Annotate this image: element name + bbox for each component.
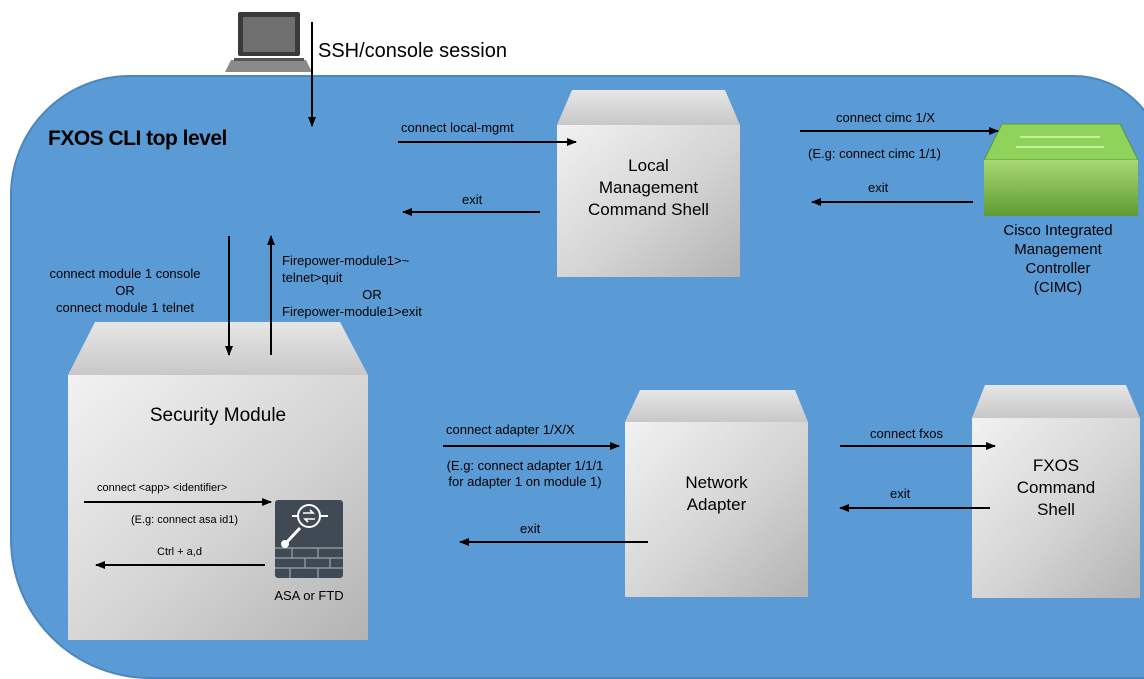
connect-module-line-3: connect module 1 telnet <box>55 300 195 315</box>
local-mgmt-line-2: Management <box>598 178 699 197</box>
fxos-shell-box <box>972 385 1140 598</box>
label-exit-fxos: exit <box>890 486 911 501</box>
label-exit-adapter: exit <box>520 521 541 536</box>
exit-module-line-2: telnet>quit <box>282 270 343 285</box>
fxos-shell-line-3: Shell <box>1037 500 1075 519</box>
network-adapter-line-2: Adapter <box>686 495 747 514</box>
firewall-icon <box>275 500 343 578</box>
network-adapter-box <box>625 390 808 597</box>
connect-adapter-eg-line-1: (E.g: connect adapter 1/1/1 <box>446 458 604 473</box>
security-module-label: Security Module <box>149 405 287 426</box>
label-connect-cimc-eg: (E.g: connect cimc 1/1) <box>808 146 941 161</box>
label-connect-app: connect <app> <identifier> <box>97 482 228 494</box>
label-connect-adapter-eg: (E.g: connect adapter 1/1/1 for adapter … <box>420 458 630 490</box>
connect-module-line-1: connect module 1 console <box>49 266 201 281</box>
label-exit-cimc: exit <box>868 180 889 195</box>
cimc-device-icon <box>983 123 1139 216</box>
network-adapter-label: Network Adapter <box>625 472 808 516</box>
label-connect-module: connect module 1 console OR connect modu… <box>30 265 220 316</box>
network-adapter-line-1: Network <box>685 473 748 492</box>
cimc-line-2: Management <box>1014 241 1102 258</box>
label-exit-module: Firepower-module1>~ telnet>quit OR Firep… <box>282 252 462 320</box>
fxos-shell-line-2: Command <box>1016 478 1096 497</box>
local-mgmt-line-3: Command Shell <box>588 200 709 219</box>
label-connect-cimc: connect cimc 1/X <box>836 110 935 125</box>
label-connect-app-eg: (E.g: connect asa id1) <box>131 514 239 526</box>
panel-title: FXOS CLI top level <box>48 127 227 150</box>
local-management-shell-box <box>557 90 740 277</box>
cimc-line-1: Cisco Integrated <box>1003 222 1113 239</box>
cimc-label: Cisco Integrated Management Controller (… <box>968 221 1144 297</box>
fxos-shell-line-1: FXOS <box>1032 456 1080 475</box>
label-connect-local-mgmt: connect local-mgmt <box>401 120 514 135</box>
local-mgmt-line-1: Local <box>628 156 669 175</box>
label-connect-fxos: connect fxos <box>870 426 943 441</box>
fxos-shell-label: FXOS Command Shell <box>972 455 1140 521</box>
laptop-icon <box>225 12 312 72</box>
exit-module-line-4: Firepower-module1>exit <box>282 304 422 319</box>
label-connect-adapter: connect adapter 1/X/X <box>446 422 575 437</box>
asa-ftd-label: ASA or FTD <box>274 588 344 603</box>
cimc-line-3: Controller <box>1025 260 1091 277</box>
exit-module-line-1: Firepower-module1>~ <box>282 253 410 268</box>
connect-adapter-eg-line-2: for adapter 1 on module 1) <box>448 474 602 489</box>
connect-module-line-2: OR <box>115 283 135 298</box>
local-mgmt-label: Local Management Command Shell <box>557 155 740 221</box>
session-label: SSH/console session <box>318 40 507 62</box>
diagram-graphics <box>68 12 1140 640</box>
label-exit-local-mgmt: exit <box>462 192 483 207</box>
exit-module-line-3: OR <box>362 287 382 302</box>
cimc-line-4: (CIMC) <box>1033 279 1083 296</box>
label-ctrl-ad: Ctrl + a,d <box>157 546 202 558</box>
